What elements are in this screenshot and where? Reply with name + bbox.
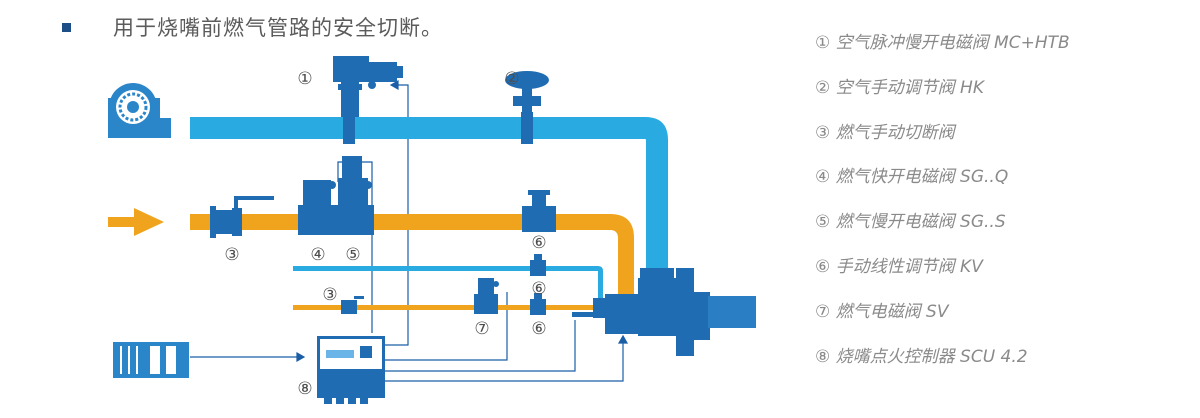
legend-item-4: ④ 燃气快开电磁阀 SG..Q [815, 167, 1009, 188]
legend-item-2: ② 空气手动调节阀 HK [815, 77, 984, 98]
gas-manual-shutoff-valve [210, 196, 274, 238]
marker-5: ⑤ [345, 245, 360, 265]
marker-3b: ③ [322, 285, 337, 305]
legend-item-1: ① 空气脉冲慢开电磁阀 MC+HTB [815, 33, 1070, 53]
marker-6a: ⑥ [531, 233, 546, 253]
secondary-air-pipe [293, 266, 603, 300]
gas-main-pipe [190, 214, 634, 304]
marker-6c: ⑥ [531, 319, 546, 339]
gas-quick-solenoid-valve [298, 180, 336, 235]
blower-fan-icon [108, 83, 171, 138]
signal-line-burner [382, 320, 576, 372]
legend-item-7: ⑦ 燃气电磁阀 SV [815, 301, 949, 322]
arrow-head-1 [389, 79, 399, 91]
legend-item-8: ⑧ 烧嘴点火控制器 SCU 4.2 [815, 346, 1028, 367]
marker-7: ⑦ [474, 319, 489, 339]
air-linear-valve-secondary [530, 254, 546, 276]
gas-linear-valve-main [522, 190, 556, 232]
title-bullet-icon [62, 22, 71, 32]
marker-4: ④ [310, 245, 325, 265]
air-pulse-solenoid-valve [333, 56, 403, 117]
pilot-gas-shutoff-valve [341, 296, 364, 314]
legend-item-6: ⑥ 手动线性调节阀 KV [815, 256, 983, 277]
air-main-pipe [190, 112, 674, 282]
marker-1: ① [297, 69, 312, 89]
page-title: 用于烧嘴前燃气管路的安全切断。 [113, 16, 443, 40]
marker-2: ② [504, 69, 519, 89]
marker-8: ⑧ [297, 379, 312, 399]
pilot-gas-solenoid-valve [474, 278, 499, 314]
gas-slow-solenoid-valve [336, 156, 374, 235]
burner-assembly [572, 268, 756, 356]
pilot-gas-linear-valve [530, 293, 546, 315]
legend-item-5: ⑤ 燃气慢开电磁阀 SG..S [815, 212, 1006, 233]
gas-inlet-arrow-icon [108, 208, 164, 236]
legend-item-3: ③ 燃气手动切断阀 [815, 122, 955, 143]
marker-6b: ⑥ [531, 279, 546, 299]
air-manual-valve [505, 71, 549, 118]
signal-line-flame [382, 340, 624, 382]
marker-3a: ③ [224, 245, 239, 265]
control-panel-icon [113, 342, 189, 378]
title-area: 用于烧嘴前燃气管路的安全切断。 [62, 12, 443, 42]
pilot-gas-pipe [293, 305, 598, 310]
arrow-head-panel [296, 351, 306, 363]
legend: ① 空气脉冲慢开电磁阀 MC+HTB ② 空气手动调节阀 HK ③ 燃气手动切断… [815, 28, 1070, 386]
signal-line-valve-7 [382, 292, 508, 361]
scu-controller [317, 336, 385, 404]
